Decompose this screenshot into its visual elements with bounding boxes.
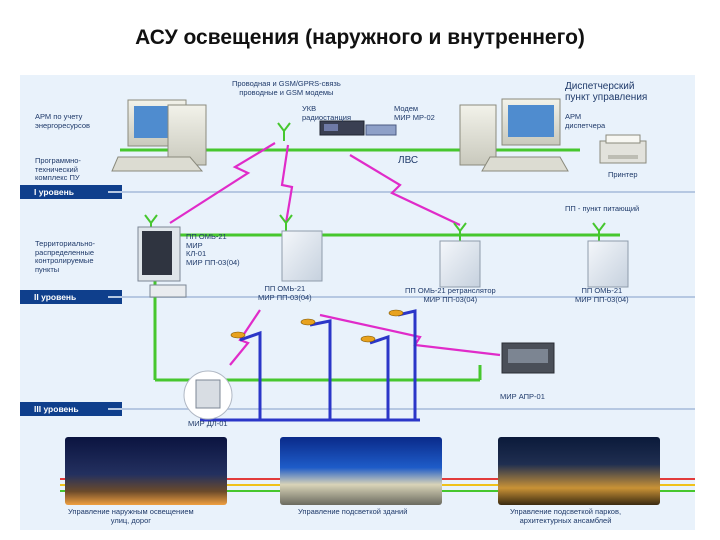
computer-icon bbox=[111, 99, 207, 172]
power-lines bbox=[200, 309, 420, 422]
radio-link-right bbox=[349, 154, 461, 226]
pp-node-2-label: ПП ОМЬ-21 ретранслятор МИР ПП-03(04) bbox=[405, 286, 496, 304]
territorial-points-label: Территориально- распределенные контролир… bbox=[35, 239, 96, 274]
radio-station-icon bbox=[319, 120, 365, 136]
computer-icon bbox=[459, 98, 569, 172]
level-3-divider bbox=[108, 408, 695, 410]
level-2-divider bbox=[108, 296, 695, 298]
lamp-pole-1 bbox=[239, 330, 262, 420]
cabinet-icon bbox=[281, 230, 323, 282]
modem-label: Модем МИР МР-02 bbox=[394, 104, 435, 122]
cabinet-icon bbox=[439, 240, 481, 288]
lan-label: ЛВС bbox=[398, 155, 419, 166]
meter-icon bbox=[183, 370, 233, 420]
street-lighting-photo bbox=[65, 437, 227, 505]
pp-node-3-label: ПП ОМЬ-21 МИР ПП-03(04) bbox=[575, 286, 629, 304]
radio-link-dl bbox=[229, 309, 261, 366]
radio-links bbox=[169, 142, 501, 366]
radio-link-center bbox=[280, 144, 294, 224]
uhf-radio-label: УКВ радиостанция bbox=[302, 104, 352, 122]
software-complex-label: Программно- технический комплекс ПУ bbox=[35, 156, 81, 182]
level-1-band: I уровень bbox=[20, 185, 122, 199]
printer-label: Принтер bbox=[608, 170, 638, 179]
arm-dispatcher-label: АРМ диспетчера bbox=[565, 112, 606, 130]
slide-title: АСУ освещения (наружного и внутреннего) bbox=[135, 26, 585, 49]
level-3-band: III уровень bbox=[20, 402, 122, 416]
modem-icon bbox=[365, 124, 397, 136]
comm-link-label: Проводная и GSM/GPRS-связь проводные и G… bbox=[232, 79, 341, 97]
level-1-divider bbox=[108, 191, 695, 193]
caption-parks: Управление подсветкой парков, архитектур… bbox=[510, 507, 622, 525]
cabinet-icon bbox=[137, 226, 187, 298]
park-lighting-photo bbox=[498, 437, 660, 505]
dispatch-center-label: Диспетчерский пункт управления bbox=[565, 81, 648, 103]
feeder-point-label: ПП - пункт питающий bbox=[565, 204, 640, 213]
lamp-pole-4 bbox=[397, 309, 417, 420]
printer-icon bbox=[599, 134, 647, 164]
level-2-band: II уровень bbox=[20, 290, 122, 304]
lighting-system-diagram: I уровень II уровень III уровень bbox=[20, 75, 695, 530]
lamp-pole-2 bbox=[309, 319, 332, 420]
pp-device-list-label: ПП ОМЬ-21 МИР КЛ-01 МИР ПП-03(04) bbox=[186, 232, 240, 267]
mir-dl-label: МИР ДЛ-01 bbox=[188, 419, 228, 428]
meter-icon bbox=[501, 342, 555, 374]
pp-node-1-label: ПП ОМЬ-21 МИР ПП-03(04) bbox=[258, 284, 312, 302]
mir-apr-label: МИР АПР-01 bbox=[500, 392, 545, 401]
cabinet-icon bbox=[587, 240, 629, 288]
caption-streets: Управление наружным освещением улиц, дор… bbox=[68, 507, 194, 525]
street-lamp-icon bbox=[230, 309, 404, 343]
lamp-pole-3 bbox=[369, 334, 390, 420]
building-lighting-photo bbox=[280, 437, 442, 505]
caption-buildings: Управление подсветкой зданий bbox=[298, 507, 408, 516]
arm-energy-label: АРМ по учету энергоресурсов bbox=[35, 112, 90, 130]
radio-link-lamp bbox=[319, 313, 501, 357]
radio-link-left bbox=[169, 142, 276, 224]
